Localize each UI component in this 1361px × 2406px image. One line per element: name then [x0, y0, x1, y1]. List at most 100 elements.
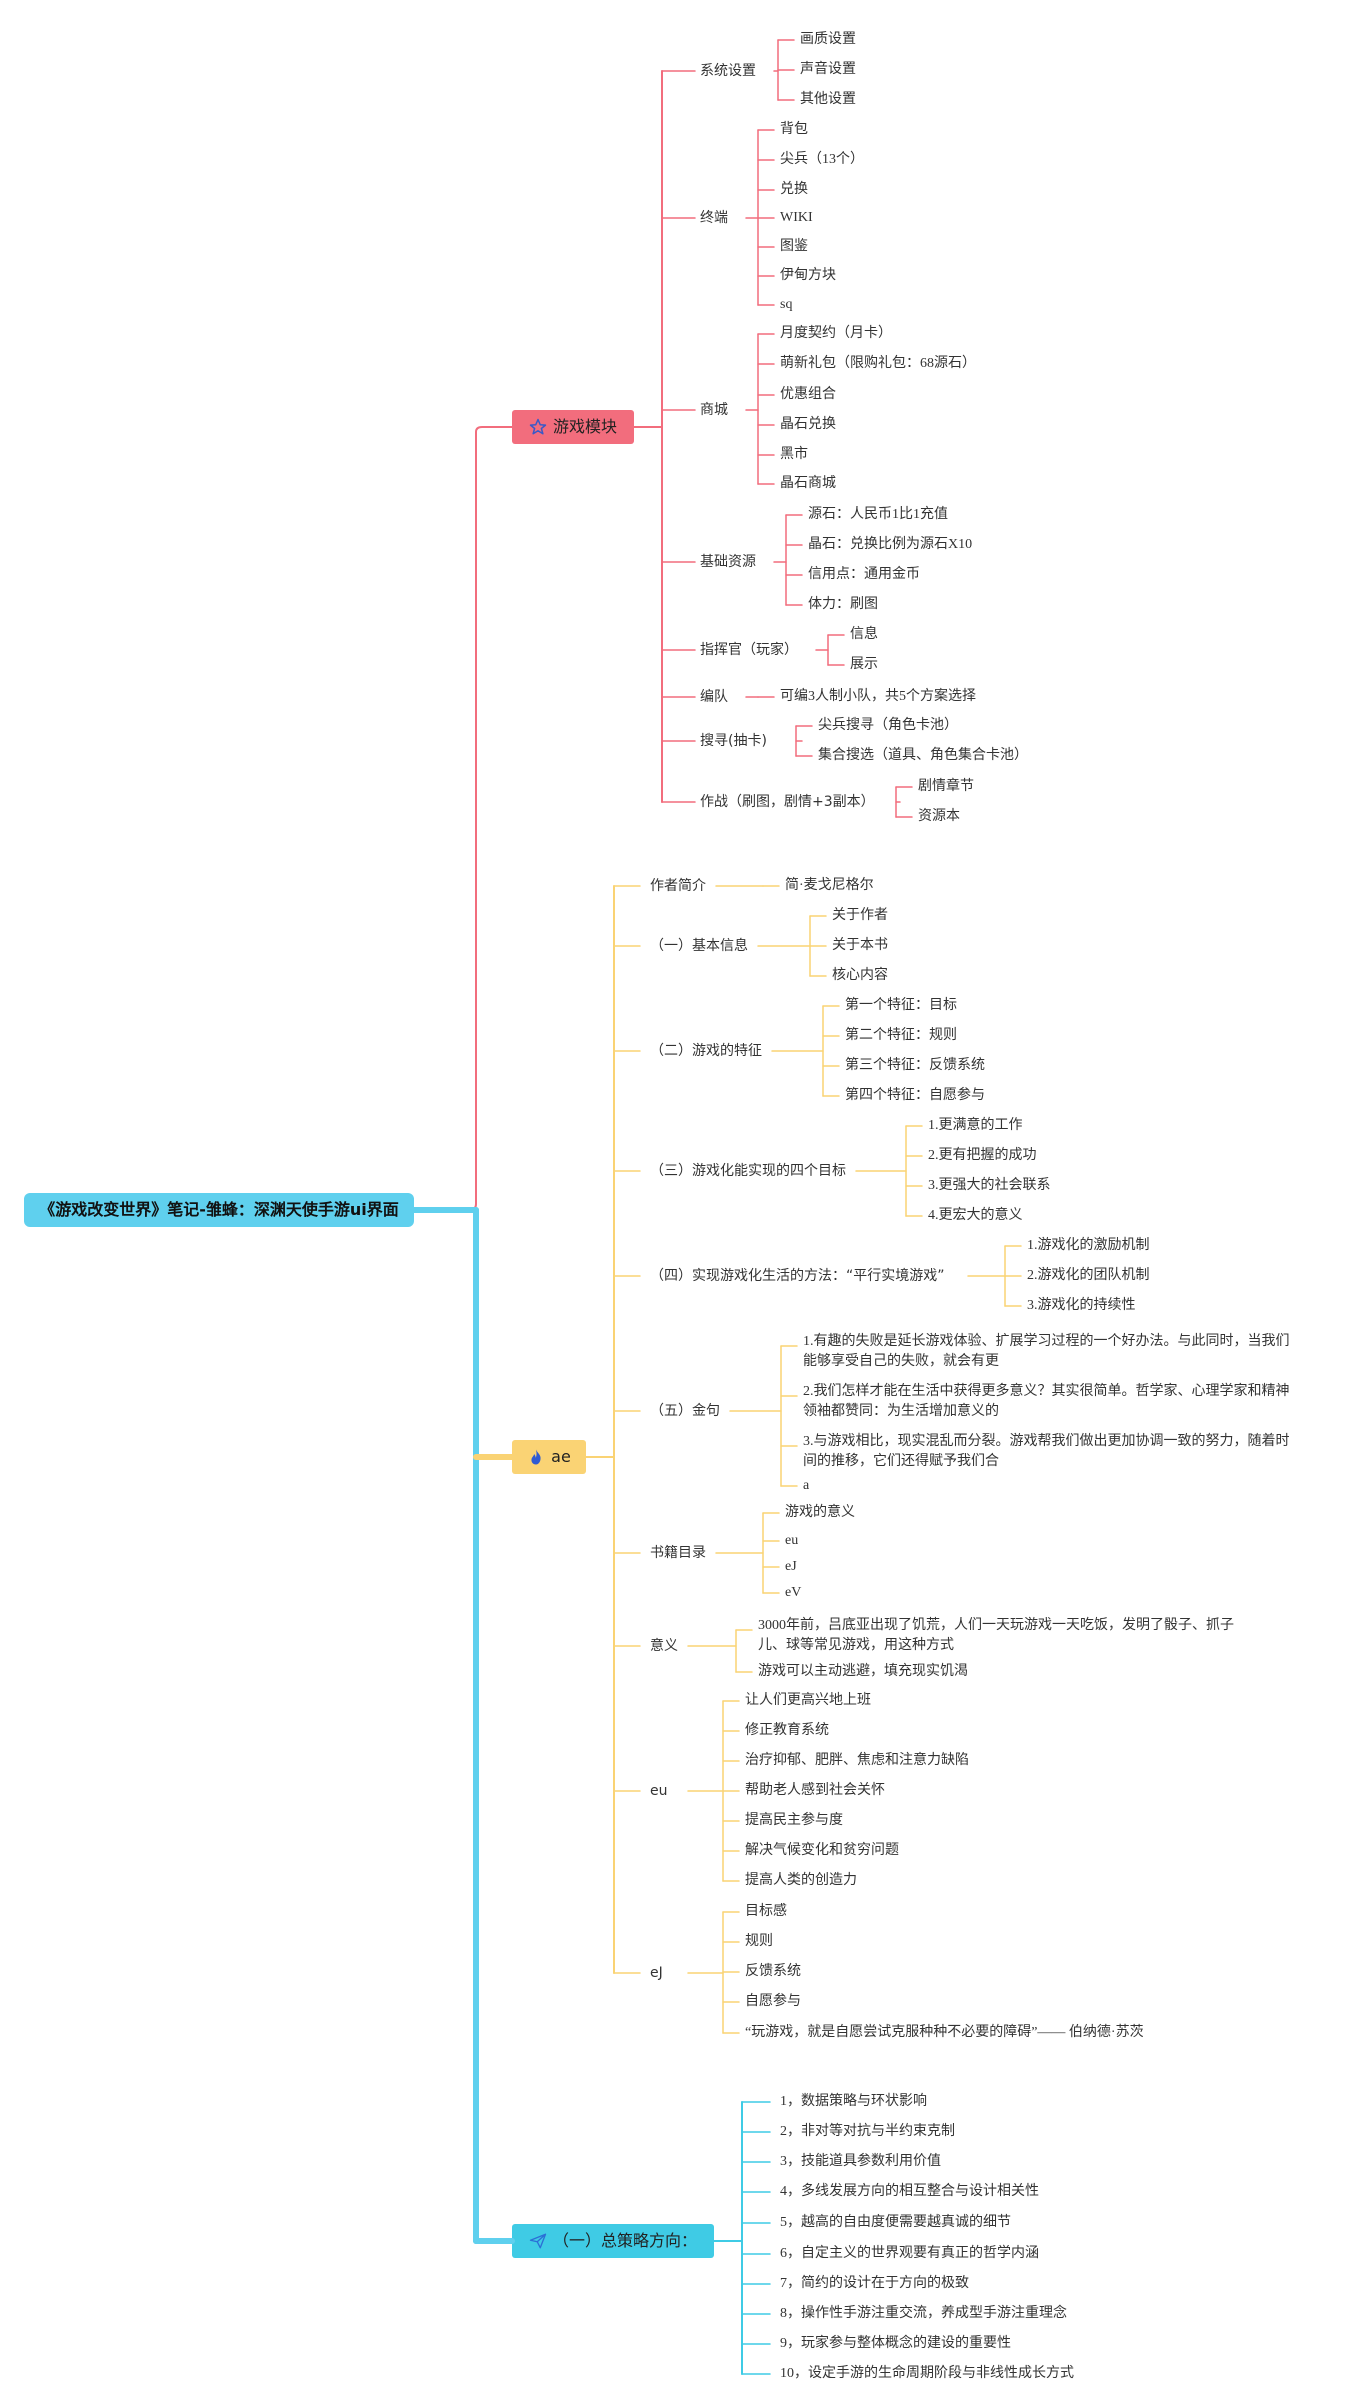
level1-node[interactable]: （五）金句 — [650, 1403, 720, 1419]
level2-node[interactable]: 第三个特征：反馈系统 — [845, 1058, 985, 1073]
level2-node[interactable]: 第一个特征：目标 — [845, 998, 957, 1013]
level2-node[interactable]: 声音设置 — [800, 62, 856, 77]
level2-node[interactable]: 提高民主参与度 — [745, 1813, 843, 1828]
level2-node[interactable]: “玩游戏，就是自愿尝试克服种种不必要的障碍”—— 伯纳德·苏茨 — [745, 2025, 1144, 2040]
level2-node[interactable]: 源石：人民币1比1充值 — [808, 507, 948, 522]
level1-node[interactable]: 3，技能道具参数利用价值 — [780, 2154, 941, 2169]
level2-node[interactable]: 画质设置 — [800, 32, 856, 47]
level1-node[interactable]: 搜寻(抽卡) — [700, 733, 767, 749]
level2-node[interactable]: 自愿参与 — [745, 1994, 801, 2009]
level2-node[interactable]: 3000年前，吕底亚出现了饥荒，人们一天玩游戏一天吃饭，发明了骰子、抓子儿、球等… — [758, 1618, 1234, 1653]
level2-node[interactable]: 信用点：通用金币 — [808, 567, 920, 582]
level2-node[interactable]: 帮助老人感到社会关怀 — [745, 1783, 885, 1798]
level2-node[interactable]: 游戏的意义 — [785, 1505, 855, 1520]
level2-node[interactable]: eu — [785, 1533, 799, 1548]
branch-ae[interactable]: ae — [512, 1440, 586, 1474]
level2-node[interactable]: 体力：刷图 — [808, 597, 878, 612]
level2-node[interactable]: sq — [780, 297, 793, 312]
level2-node[interactable]: 集合搜选（道具、角色集合卡池） — [818, 748, 1028, 763]
level2-node[interactable]: 提高人类的创造力 — [745, 1873, 857, 1888]
level1-node[interactable]: 4，多线发展方向的相互整合与设计相关性 — [780, 2184, 1039, 2199]
level2-node[interactable]: 资源本 — [918, 809, 960, 824]
level1-node[interactable]: 书籍目录 — [650, 1545, 706, 1561]
root-node[interactable]: 《游戏改变世界》笔记-雏蜂：深渊天使手游ui界面 — [24, 1193, 414, 1227]
level2-node[interactable]: 4.更宏大的意义 — [928, 1208, 1023, 1223]
level2-node[interactable]: 目标感 — [745, 1904, 787, 1919]
level1-node[interactable]: 10，设定手游的生命周期阶段与非线性成长方式 — [780, 2366, 1074, 2381]
level1-node[interactable]: 终端 — [700, 210, 728, 226]
level2-node[interactable]: 2.更有把握的成功 — [928, 1148, 1037, 1163]
branch-game-modules[interactable]: 游戏模块 — [512, 410, 634, 444]
level1-node[interactable]: 编队 — [700, 689, 728, 705]
level1-node[interactable]: 6，自定主义的世界观要有真正的哲学内涵 — [780, 2246, 1039, 2261]
level1-node[interactable]: 5，越高的自由度便需要越真诚的细节 — [780, 2215, 1011, 2230]
level2-node[interactable]: 反馈系统 — [745, 1964, 801, 1979]
level2-node[interactable]: 剧情章节 — [918, 779, 974, 794]
level2-node[interactable]: 背包 — [780, 122, 808, 137]
level2-node[interactable]: 让人们更高兴地上班 — [745, 1693, 871, 1708]
level2-node[interactable]: 关于本书 — [832, 938, 888, 953]
level2-node[interactable]: 晶石：兑换比例为源石X10 — [808, 537, 973, 552]
branch-label: 游戏模块 — [552, 417, 617, 436]
level2-node[interactable]: 可编3人制小队，共5个方案选择 — [780, 689, 976, 704]
level2-node[interactable]: 3.与游戏相比，现实混乱而分裂。游戏帮我们做出更加协调一致的努力，随着时间的推移… — [803, 1434, 1290, 1469]
level2-node[interactable]: 兑换 — [780, 182, 808, 197]
level2-node[interactable]: 晶石兑换 — [780, 417, 836, 432]
level2-node[interactable]: 1.更满意的工作 — [928, 1118, 1023, 1133]
level2-node[interactable]: 图鉴 — [780, 239, 808, 254]
branch-strategy[interactable]: （一）总策略方向： — [512, 2224, 714, 2258]
level2-node[interactable]: 2.我们怎样才能在生活中获得更多意义？其实很简单。哲学家、心理学家和精神领袖都赞… — [803, 1384, 1290, 1419]
level1-node[interactable]: 8，操作性手游注重交流，养成型手游注重理念 — [780, 2306, 1067, 2321]
level1-node[interactable]: eJ — [650, 1965, 663, 1981]
level2-node[interactable]: 优惠组合 — [780, 387, 836, 402]
level1-node[interactable]: 作战（刷图，剧情+3副本） — [700, 794, 875, 810]
level1-node[interactable]: 1，数据策略与环状影响 — [780, 2094, 927, 2109]
level2-node[interactable]: 3.更强大的社会联系 — [928, 1178, 1051, 1193]
level2-node[interactable]: 规则 — [745, 1934, 773, 1949]
level1-node[interactable]: 指挥官（玩家） — [700, 642, 798, 658]
level1-node[interactable]: 意义 — [650, 1638, 678, 1654]
level2-node[interactable]: 简·麦戈尼格尔 — [785, 878, 874, 893]
level2-node[interactable]: 第二个特征：规则 — [845, 1028, 957, 1043]
level2-node[interactable]: 游戏可以主动逃避，填充现实饥渴 — [758, 1664, 968, 1679]
level1-node[interactable]: 2，非对等对抗与半约束克制 — [780, 2124, 955, 2139]
connector-curve — [414, 426, 512, 1211]
level2-node[interactable]: 核心内容 — [832, 968, 888, 983]
level2-node[interactable]: eJ — [785, 1559, 797, 1574]
level2-node[interactable]: 尖兵搜寻（角色卡池） — [818, 718, 958, 733]
level2-node[interactable]: 展示 — [850, 657, 878, 672]
level2-node[interactable]: a — [803, 1478, 810, 1493]
level2-node[interactable]: 萌新礼包（限购礼包：68源石） — [780, 356, 976, 371]
level2-node[interactable]: eV — [785, 1585, 802, 1600]
level2-node[interactable]: 3.游戏化的持续性 — [1027, 1298, 1136, 1313]
level2-node[interactable]: 关于作者 — [832, 908, 888, 923]
level1-node[interactable]: 7，简约的设计在于方向的极致 — [780, 2276, 969, 2291]
level2-node[interactable]: 1.游戏化的激励机制 — [1027, 1238, 1150, 1253]
level1-node[interactable]: 9，玩家参与整体概念的建设的重要性 — [780, 2336, 1011, 2351]
level2-node[interactable]: 尖兵（13个） — [780, 152, 864, 167]
level1-node[interactable]: eu — [650, 1783, 668, 1799]
level2-node[interactable]: 月度契约（月卡） — [780, 326, 892, 341]
level2-node[interactable]: WIKI — [780, 210, 813, 225]
level1-node[interactable]: 商城 — [700, 402, 728, 418]
level1-node[interactable]: 作者简介 — [650, 878, 706, 894]
level2-node[interactable]: 伊甸方块 — [780, 268, 836, 283]
level1-node[interactable]: （三）游戏化能实现的四个目标 — [650, 1163, 846, 1179]
level2-node[interactable]: 信息 — [850, 627, 878, 642]
level2-node[interactable]: 黑市 — [780, 447, 808, 462]
level1-node[interactable]: 系统设置 — [700, 63, 756, 79]
level2-node[interactable]: 治疗抑郁、肥胖、焦虑和注意力缺陷 — [745, 1753, 969, 1768]
level2-node[interactable]: 第四个特征：自愿参与 — [845, 1088, 985, 1103]
level1-node[interactable]: 基础资源 — [700, 554, 756, 570]
level2-node[interactable]: 2.游戏化的团队机制 — [1027, 1268, 1150, 1283]
level2-node[interactable]: 其他设置 — [800, 92, 856, 107]
star-icon — [529, 418, 547, 436]
level2-node[interactable]: 晶石商城 — [780, 476, 836, 491]
level1-node[interactable]: （二）游戏的特征 — [650, 1043, 762, 1059]
level2-node[interactable]: 解决气候变化和贫穷问题 — [745, 1843, 899, 1858]
level1-node[interactable]: （四）实现游戏化生活的方法：“平行实境游戏” — [650, 1268, 945, 1284]
level2-node[interactable]: 修正教育系统 — [745, 1723, 829, 1738]
level2-node[interactable]: 1.有趣的失败是延长游戏体验、扩展学习过程的一个好办法。与此同时，当我们能够享受… — [803, 1334, 1290, 1369]
level1-node[interactable]: （一）基本信息 — [650, 938, 748, 954]
